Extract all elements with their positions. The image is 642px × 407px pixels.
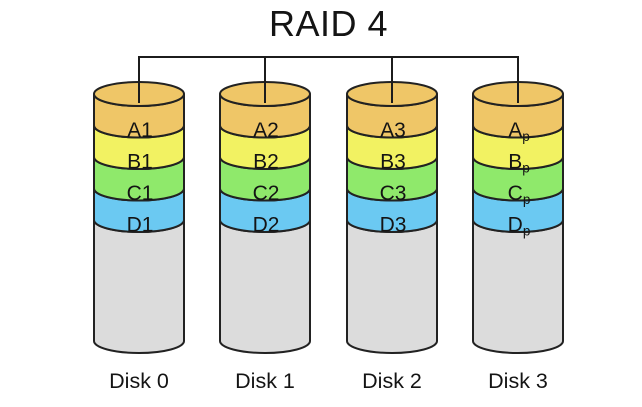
- disk-2: A3 B3 C3 D3 Disk 2: [346, 81, 438, 393]
- disk-1-block-d-label: D2: [253, 214, 280, 237]
- diagram-title: RAID 4: [268, 3, 389, 44]
- disk-1-label: Disk 1: [235, 369, 295, 393]
- disk-3-cylinder-body: [472, 219, 564, 354]
- disk-3-block-a-label: Ap: [508, 119, 530, 144]
- disk-0-block-c-label: C1: [127, 182, 154, 205]
- disk-3-block-d-label: Dp: [508, 214, 531, 239]
- disk-1-cylinder-body: [219, 219, 311, 354]
- disk-0-cylinder-body: [93, 219, 185, 354]
- disk-1-block-a-label: A2: [253, 119, 279, 142]
- disk-1-block-c-label: C2: [253, 182, 280, 205]
- disk-0-block-a-label: A1: [127, 119, 153, 142]
- disk-1: A2 B2 C2 D2 Disk 1: [219, 81, 311, 393]
- disk-1-block-b-label: B2: [253, 151, 279, 174]
- disk-0: A1 B1 C1 D1 Disk 0: [93, 81, 185, 393]
- disk-2-block-b-label: B3: [380, 151, 406, 174]
- disk-2-block-a-label: A3: [380, 119, 406, 142]
- disk-0-block-d-label: D1: [127, 214, 154, 237]
- disk-2-block-c-label: C3: [380, 182, 407, 205]
- disk-3-block-c-label: Cp: [508, 182, 531, 207]
- disk-3-block-b-label: Bp: [508, 151, 530, 176]
- disk-0-label: Disk 0: [109, 369, 169, 393]
- disk-2-cylinder-body: [346, 219, 438, 354]
- disk-3-label: Disk 3: [488, 369, 548, 393]
- bus-connector-lines: [138, 56, 519, 103]
- disk-0-block-b-label: B1: [127, 151, 153, 174]
- disk-2-block-d-label: D3: [380, 214, 407, 237]
- disk-3: Ap Bp Cp Dp Disk 3: [472, 81, 564, 393]
- disk-2-label: Disk 2: [362, 369, 422, 393]
